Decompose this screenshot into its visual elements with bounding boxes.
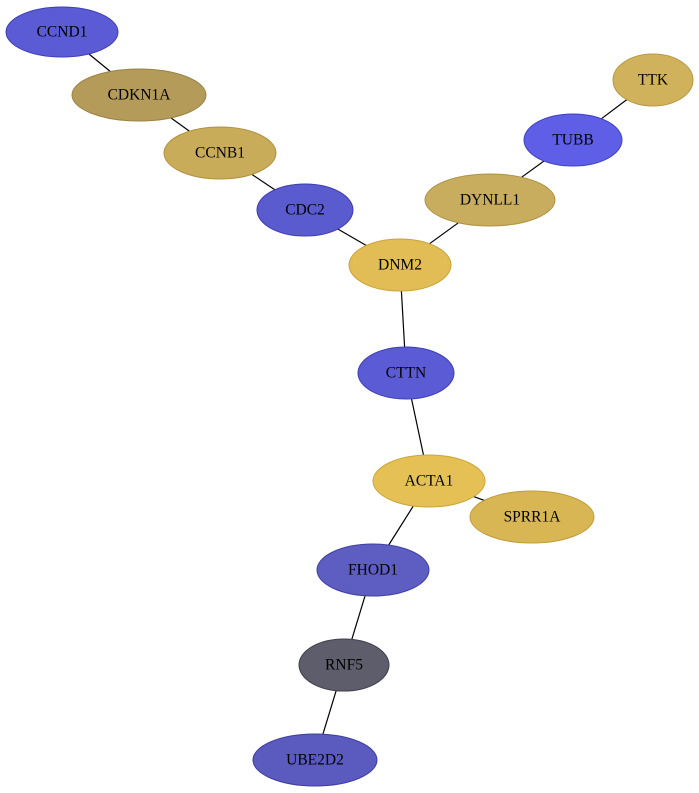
node-sprr1a[interactable]: SPRR1A (469, 490, 595, 544)
edge-cdc2-dnm2 (337, 228, 367, 247)
node-dnm2[interactable]: DNM2 (348, 238, 452, 292)
node-label: CTTN (386, 365, 426, 382)
node-ellipse (424, 173, 556, 227)
node-ttk[interactable]: TTK (612, 53, 694, 107)
node-label: CDC2 (285, 202, 325, 219)
node-ccnb1[interactable]: CCNB1 (163, 126, 277, 180)
node-label: CCNB1 (195, 145, 245, 162)
node-label: FHOD1 (348, 562, 398, 579)
node-label: ACTA1 (405, 473, 454, 490)
edge-acta1-sprr1a (473, 496, 485, 501)
node-rnf5[interactable]: RNF5 (298, 638, 390, 692)
node-label: RNF5 (325, 657, 363, 674)
edge-acta1-fhod1 (388, 505, 414, 546)
edge-rnf5-ube2d2 (322, 690, 337, 735)
node-label: DYNLL1 (460, 192, 520, 209)
node-cdkn1a[interactable]: CDKN1A (71, 68, 207, 122)
node-cttn[interactable]: CTTN (357, 346, 455, 400)
edge-layer (88, 53, 628, 735)
node-label: TTK (638, 72, 669, 89)
node-label: CCND1 (37, 24, 88, 41)
node-ellipse (252, 733, 378, 787)
node-ellipse (256, 183, 354, 237)
node-label: UBE2D2 (286, 752, 344, 769)
node-dynll1[interactable]: DYNLL1 (424, 173, 556, 227)
node-ccnd1[interactable]: CCND1 (5, 6, 119, 58)
node-ube2d2[interactable]: UBE2D2 (252, 733, 378, 787)
node-label: TUBB (552, 132, 593, 149)
edge-ccnb1-cdc2 (251, 173, 276, 191)
edge-fhod1-rnf5 (351, 595, 366, 640)
node-acta1[interactable]: ACTA1 (372, 454, 486, 508)
edge-tubb-dynll1 (521, 160, 545, 178)
edge-cdkn1a-ccnb1 (170, 117, 190, 132)
node-ellipse (71, 68, 207, 122)
node-label: DNM2 (378, 257, 422, 274)
node-ellipse (316, 543, 430, 597)
node-ellipse (5, 6, 119, 58)
edge-ttk-tubb (600, 99, 628, 120)
node-cdc2[interactable]: CDC2 (256, 183, 354, 237)
edge-dnm2-cttn (400, 290, 406, 348)
edge-ccnd1-cdkn1a (88, 53, 111, 72)
node-tubb[interactable]: TUBB (523, 113, 623, 167)
node-label: CDKN1A (108, 87, 172, 104)
node-ellipse (523, 113, 623, 167)
node-ellipse (348, 238, 452, 292)
node-ellipse (372, 454, 486, 508)
edge-dynll1-dnm2 (429, 222, 459, 245)
node-ellipse (163, 126, 277, 180)
node-ellipse (469, 490, 595, 544)
node-label: SPRR1A (504, 509, 562, 526)
node-ellipse (612, 53, 694, 107)
node-ellipse (357, 346, 455, 400)
node-fhod1[interactable]: FHOD1 (316, 543, 430, 597)
edge-cttn-acta1 (410, 398, 425, 456)
node-ellipse (298, 638, 390, 692)
